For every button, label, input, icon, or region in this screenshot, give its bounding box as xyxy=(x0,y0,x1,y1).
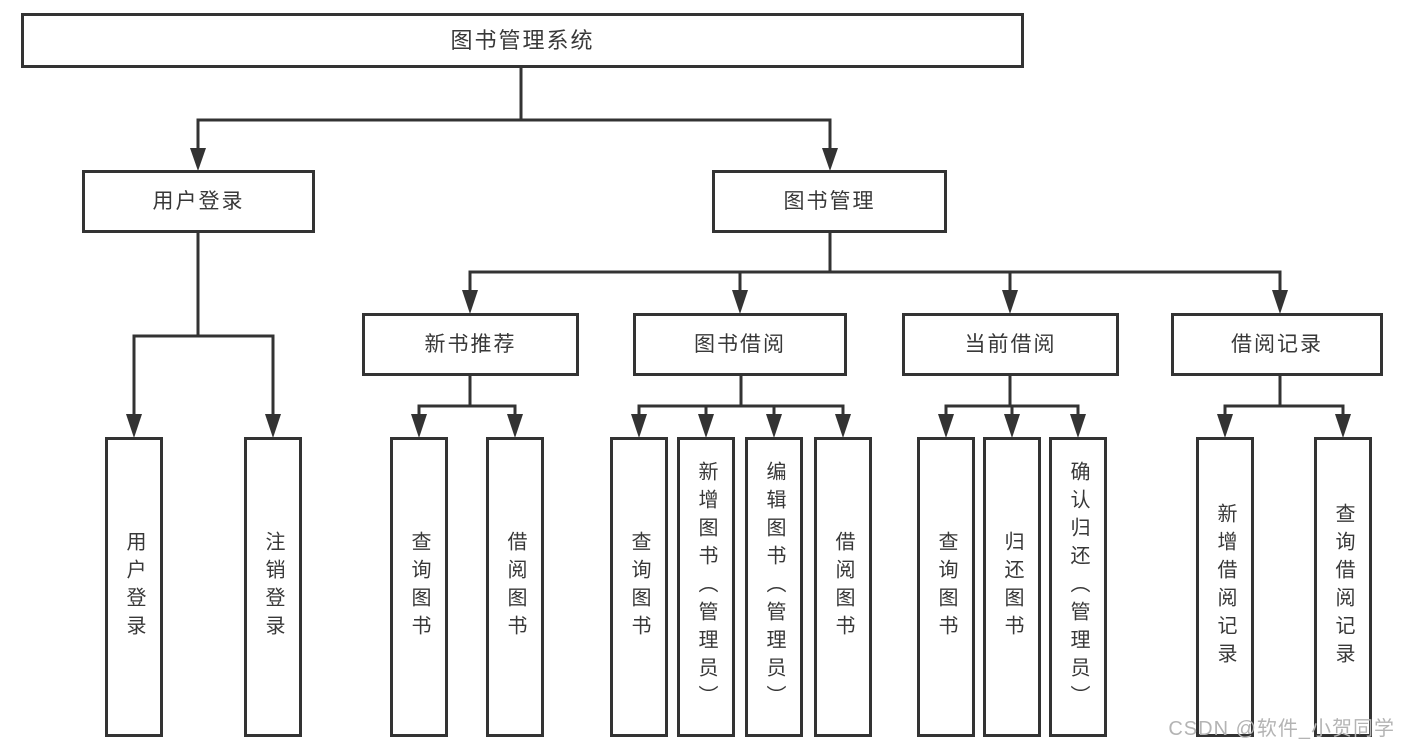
node-label: 新书推荐 xyxy=(424,333,517,356)
leaf-query-books-current: 查询图书 xyxy=(917,437,975,737)
leaf-query-books-borrow: 查询图书 xyxy=(610,437,668,737)
node-label: 借阅记录 xyxy=(1231,333,1323,356)
leaf-label: 新增图书（管理员） xyxy=(695,461,717,713)
leaf-label: 查询图书 xyxy=(628,531,650,643)
leaf-borrow-books-recommend: 借阅图书 xyxy=(486,437,544,737)
leaf-logout: 注销登录 xyxy=(244,437,302,737)
node-user-login: 用户登录 xyxy=(82,170,315,233)
leaf-add-book-admin: 新增图书（管理员） xyxy=(677,437,735,737)
leaf-query-borrow-record: 查询借阅记录 xyxy=(1314,437,1372,737)
node-current-borrow: 当前借阅 xyxy=(902,313,1119,376)
leaf-add-borrow-record: 新增借阅记录 xyxy=(1196,437,1254,737)
connector-current-borrow-to-leaves xyxy=(938,374,1086,438)
connector-new-book-recommend-to-leaves xyxy=(411,374,523,438)
connector-book-borrow-to-leaves xyxy=(631,374,851,438)
leaf-label: 借阅图书 xyxy=(504,531,526,643)
node-library-management-system: 图书管理系统 xyxy=(21,13,1024,68)
node-label: 图书管理系统 xyxy=(450,27,595,53)
connector-user-login-to-leaves xyxy=(126,231,281,438)
leaf-confirm-return-admin: 确认归还（管理员） xyxy=(1049,437,1107,737)
node-label: 图书借阅 xyxy=(694,333,786,356)
leaf-edit-book-admin: 编辑图书（管理员） xyxy=(745,437,803,737)
leaf-label: 注销登录 xyxy=(262,531,284,643)
leaf-label: 查询借阅记录 xyxy=(1332,503,1354,671)
leaf-label: 查询图书 xyxy=(408,531,430,643)
node-new-book-recommend: 新书推荐 xyxy=(362,313,579,376)
node-book-borrow: 图书借阅 xyxy=(633,313,847,376)
node-label: 图书管理 xyxy=(783,190,876,213)
connector-book-management-to-level3 xyxy=(462,231,1288,314)
leaf-label: 确认归还（管理员） xyxy=(1067,461,1089,713)
leaf-query-books-recommend: 查询图书 xyxy=(390,437,448,737)
node-borrow-records: 借阅记录 xyxy=(1171,313,1383,376)
leaf-label: 编辑图书（管理员） xyxy=(763,461,785,713)
leaf-return-book: 归还图书 xyxy=(983,437,1041,737)
node-book-management: 图书管理 xyxy=(712,170,947,233)
leaf-borrow-books: 借阅图书 xyxy=(814,437,872,737)
leaf-label: 归还图书 xyxy=(1001,531,1023,643)
node-label: 用户登录 xyxy=(152,190,245,213)
leaf-label: 借阅图书 xyxy=(832,531,854,643)
leaf-user-login: 用户登录 xyxy=(105,437,163,737)
connector-borrow-records-to-leaves xyxy=(1217,374,1351,438)
csdn-watermark: CSDN @软件_小贺同学 xyxy=(1168,718,1395,740)
node-label: 当前借阅 xyxy=(964,333,1057,356)
connector-root-to-level2 xyxy=(190,68,838,171)
leaf-label: 用户登录 xyxy=(123,531,145,643)
leaf-label: 查询图书 xyxy=(935,531,957,643)
leaf-label: 新增借阅记录 xyxy=(1214,503,1236,671)
